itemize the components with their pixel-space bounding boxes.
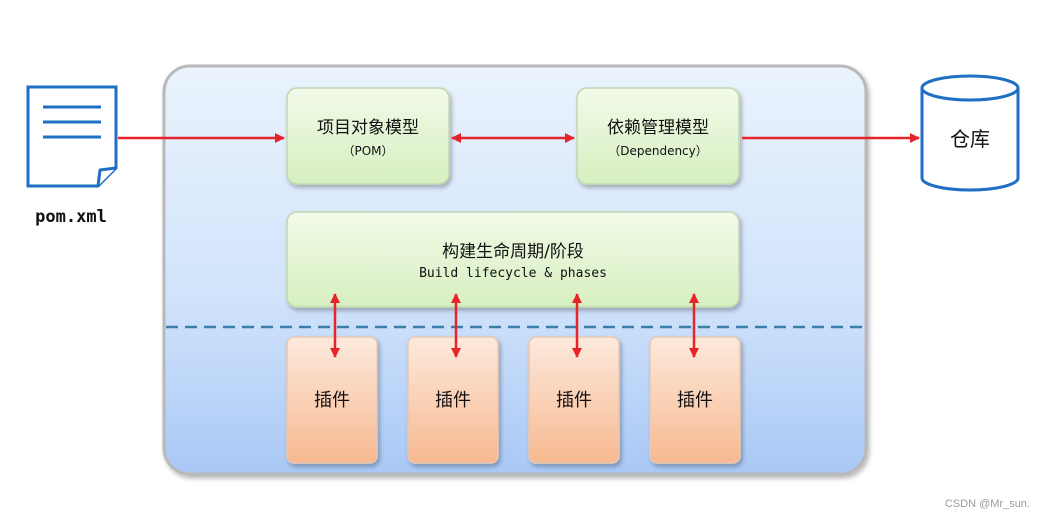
pom-model-title: 项目对象模型 bbox=[317, 118, 419, 138]
plugin-box: 插件 bbox=[407, 336, 499, 464]
lifecycle-subtitle: Build lifecycle & phases bbox=[419, 266, 607, 281]
plugin-label: 插件 bbox=[677, 390, 713, 411]
dependency-model-title: 依赖管理模型 bbox=[607, 118, 709, 138]
plugin-label: 插件 bbox=[556, 390, 592, 411]
repository-icon bbox=[920, 74, 1020, 192]
repository-label: 仓库 bbox=[950, 127, 990, 151]
file-label: pom.xml bbox=[35, 207, 107, 227]
watermark: CSDN @Mr_sun. bbox=[944, 498, 1030, 510]
plugin-box: 插件 bbox=[649, 336, 741, 464]
document-icon bbox=[26, 85, 118, 188]
lifecycle-title: 构建生命周期/阶段 bbox=[442, 242, 584, 262]
plugin-label: 插件 bbox=[435, 390, 471, 411]
plugin-box: 插件 bbox=[286, 336, 378, 464]
pom-model-box bbox=[286, 87, 450, 185]
plugin-label: 插件 bbox=[314, 390, 350, 411]
pom-model-subtitle: （POM） bbox=[342, 144, 393, 158]
dependency-model-subtitle: （Dependency） bbox=[608, 144, 708, 158]
dependency-model-box bbox=[576, 87, 740, 185]
lifecycle-box bbox=[286, 211, 740, 308]
plugin-box: 插件 bbox=[528, 336, 620, 464]
